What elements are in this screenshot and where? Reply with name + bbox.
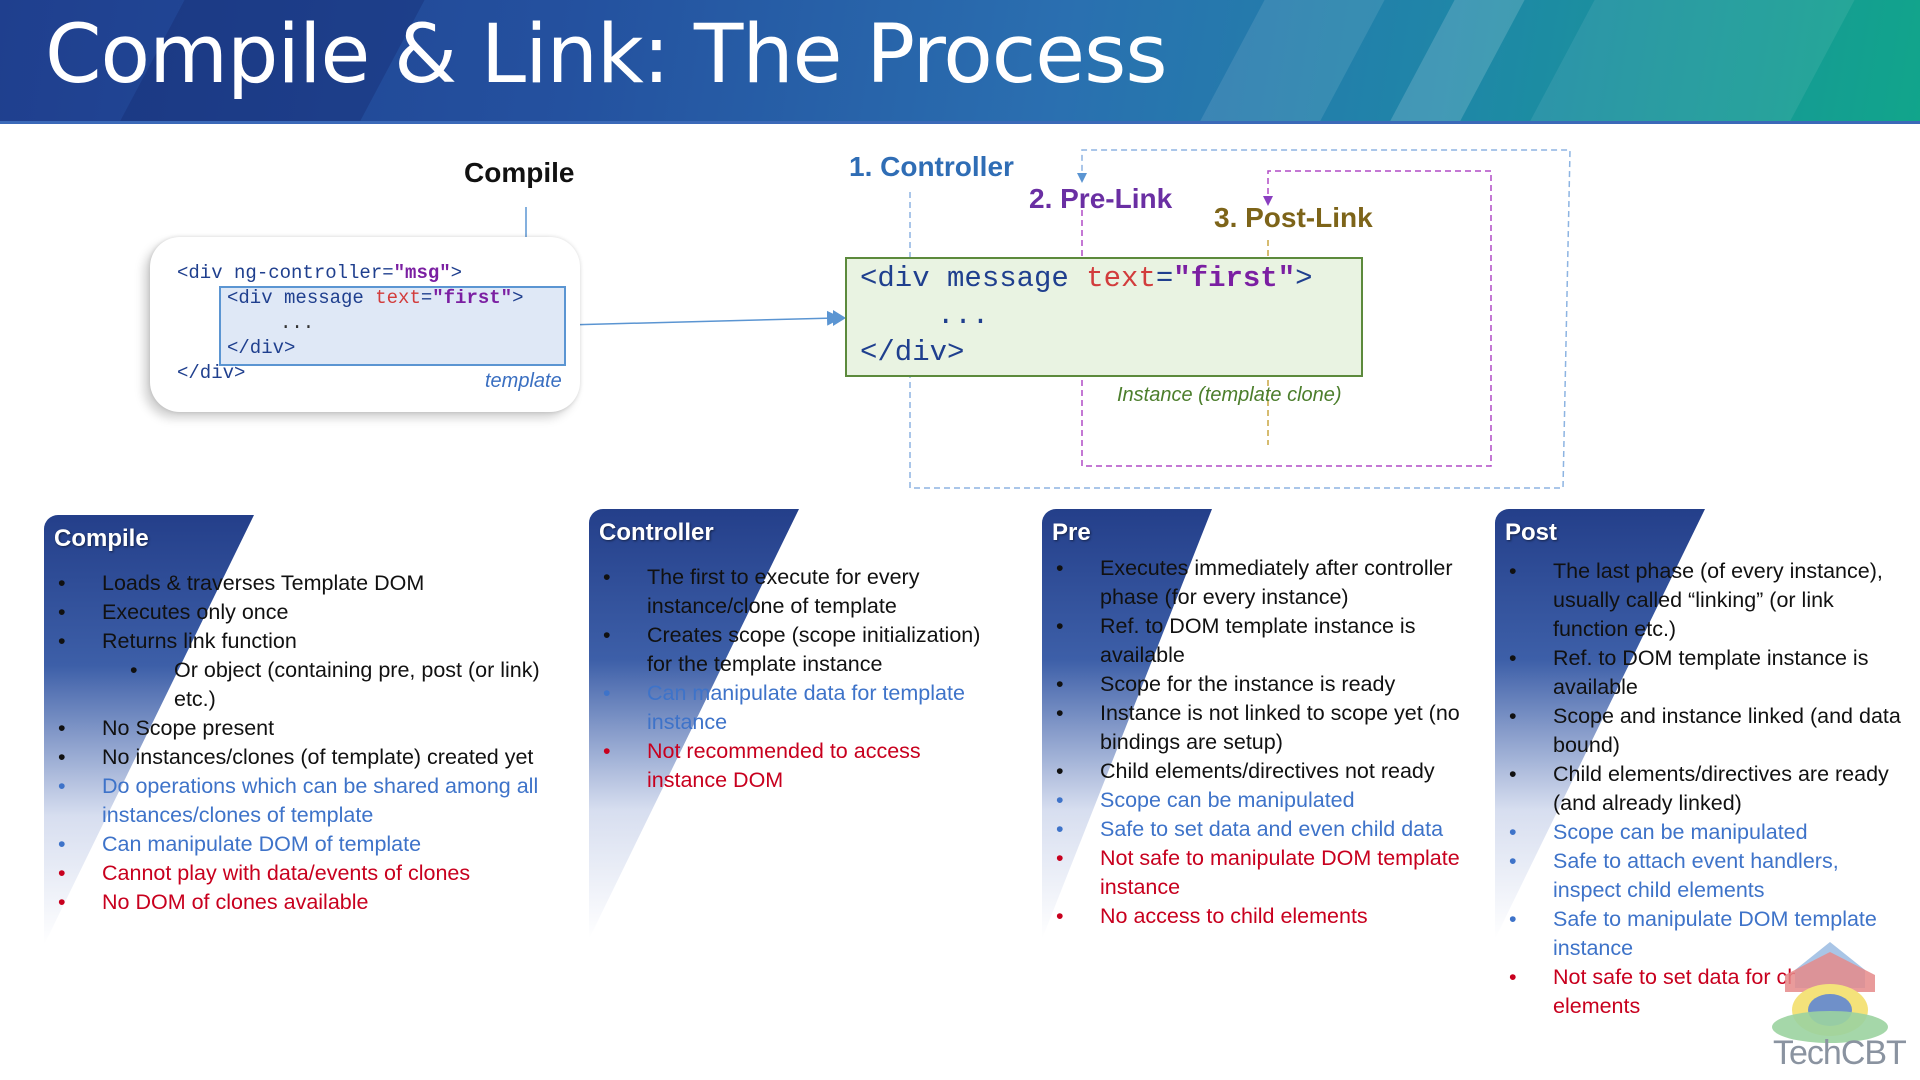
list-item: Child elements/directives not ready: [1042, 757, 1472, 786]
panel-title: Post: [1505, 519, 1558, 546]
template-inner-box: [219, 286, 566, 366]
code-attribute: text: [1086, 262, 1156, 295]
list-item: Safe to set data and even child data: [1042, 815, 1472, 844]
banner-stripe: [1184, 0, 1396, 123]
instance-box: [845, 257, 1363, 377]
instance-code-line: </div>: [860, 336, 965, 369]
banner-divider: [0, 121, 1920, 124]
code-string: "msg": [393, 262, 451, 284]
postlink-phase-label: 3. Post-Link: [1214, 202, 1373, 233]
list-item: Instance is not linked to scope yet (no …: [1042, 699, 1472, 757]
code-attribute: text: [375, 287, 421, 309]
controller-phase-label: 1. Controller: [849, 151, 1014, 182]
template-code-line: ...: [280, 312, 315, 334]
list-item: Scope can be manipulated: [1495, 818, 1910, 847]
banner-stripe: [1374, 0, 1536, 123]
panel-list: The last phase (of every instance), usua…: [1495, 557, 1910, 1021]
list-item: No access to child elements: [1042, 902, 1472, 931]
instance-code-line: <div message text="first">: [860, 262, 1313, 295]
code-string: "first": [432, 287, 513, 309]
code-tag: <div ng-controller=: [177, 262, 394, 284]
code-string: "first": [1173, 262, 1296, 295]
list-item: Not recommended to access instance DOM: [589, 737, 999, 795]
list-item: No DOM of clones available: [44, 888, 569, 917]
panel-title: Compile: [54, 525, 149, 552]
code-tag: <div message: [227, 287, 376, 309]
techcbt-logo-text: TechCBT: [1773, 1034, 1907, 1072]
list-item: Scope and instance linked (and data boun…: [1495, 702, 1910, 760]
code-tag-end: >: [450, 262, 463, 284]
instance-code-line: ...: [937, 299, 990, 332]
panel-title: Controller: [599, 519, 714, 546]
list-item: Cannot play with data/events of clones: [44, 859, 569, 888]
template-code-line: <div ng-controller="msg">: [177, 262, 462, 284]
list-item: Scope for the instance is ready: [1042, 670, 1472, 699]
panel-list: Loads & traverses Template DOMExecutes o…: [44, 569, 569, 917]
list-item: Do operations which can be shared among …: [44, 772, 569, 830]
compile-label: Compile: [464, 157, 575, 188]
list-item: No Scope present: [44, 714, 569, 743]
list-item: Not safe to manipulate DOM template inst…: [1042, 844, 1472, 902]
list-item: Safe to manipulate DOM template instance: [1495, 905, 1910, 963]
list-item: The first to execute for every instance/…: [589, 563, 999, 621]
list-item: Executes only once: [44, 598, 569, 627]
banner-stripe: [1514, 0, 1866, 123]
list-item: Scope can be manipulated: [1042, 786, 1472, 815]
list-item: Not safe to set data for child elements: [1495, 963, 1910, 1021]
list-item: No instances/clones (of template) create…: [44, 743, 569, 772]
prelink-phase-label: 2. Pre-Link: [1029, 183, 1173, 214]
list-item: Or object (containing pre, post (or link…: [44, 656, 569, 714]
code-equals: =: [1155, 262, 1174, 295]
list-item: Loads & traverses Template DOM: [44, 569, 569, 598]
code-equals: =: [420, 287, 433, 309]
list-item: Can manipulate DOM of template: [44, 830, 569, 859]
list-item: Returns link function: [44, 627, 569, 656]
template-code-line: <div message text="first">: [227, 287, 523, 309]
slide-title: Compile & Link: The Process: [45, 8, 1168, 102]
template-code-line: </div>: [177, 362, 246, 384]
code-tag-end: >: [512, 287, 524, 309]
list-item: Can manipulate data for template instanc…: [589, 679, 999, 737]
header-banner: [0, 0, 1920, 123]
list-item: Ref. to DOM template instance is availab…: [1042, 612, 1472, 670]
template-code-line: </div>: [227, 337, 296, 359]
instance-label: Instance (template clone): [1117, 384, 1342, 406]
list-item: Executes immediately after controller ph…: [1042, 554, 1472, 612]
list-item: Child elements/directives are ready (and…: [1495, 760, 1910, 818]
panel-list: Executes immediately after controller ph…: [1042, 554, 1472, 931]
techcbt-logo: [1772, 942, 1888, 1043]
panel-title: Pre: [1052, 519, 1091, 546]
list-item: Ref. to DOM template instance is availab…: [1495, 644, 1910, 702]
list-item: Creates scope (scope initialization) for…: [589, 621, 999, 679]
code-tag-end: >: [1295, 262, 1313, 295]
clone-arrow: [565, 310, 842, 326]
list-item: The last phase (of every instance), usua…: [1495, 557, 1910, 644]
panel-list: The first to execute for every instance/…: [589, 563, 999, 795]
code-tag: <div message: [860, 262, 1087, 295]
template-label: template: [485, 370, 562, 392]
list-item: Safe to attach event handlers, inspect c…: [1495, 847, 1910, 905]
